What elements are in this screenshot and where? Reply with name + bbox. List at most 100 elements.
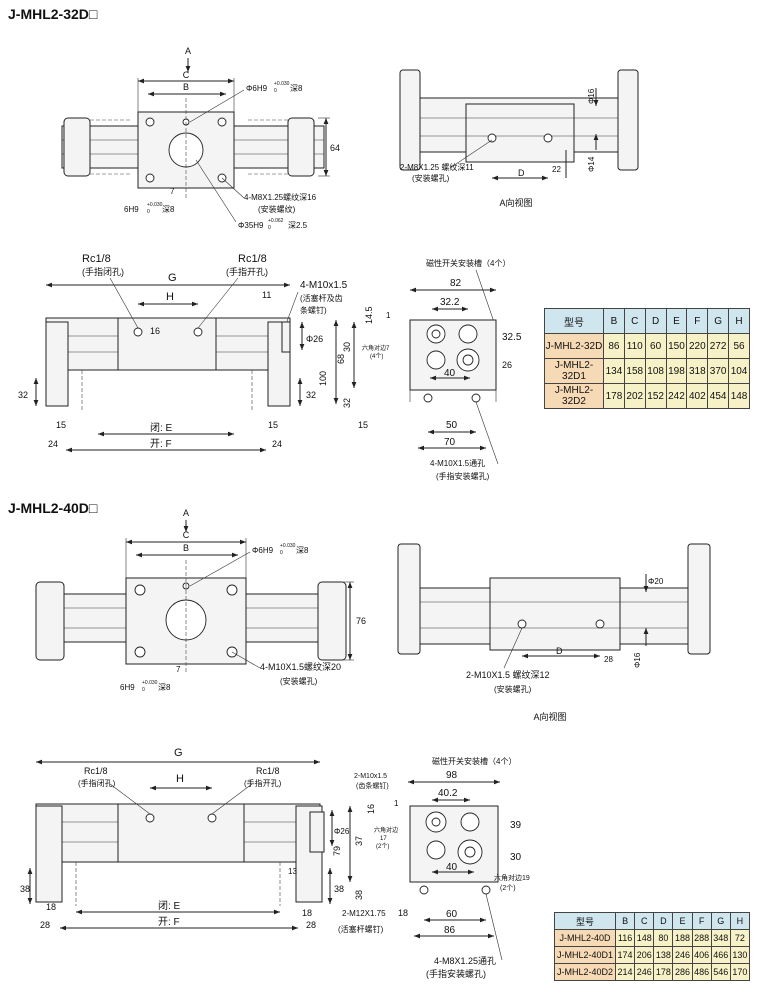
value-cell: 152 (644, 383, 667, 409)
s2-m10: 2-M10x1.5 (354, 773, 387, 780)
s1-m10-note1: (活塞杆及齿 (300, 293, 343, 303)
s2-end-hex17: 17 (380, 836, 387, 842)
s1-phi26: Φ26 (306, 334, 323, 344)
s1-end-m10-note: (手指安装螺孔) (436, 471, 490, 481)
s1-side-m8-note: (安装螺孔) (412, 173, 450, 183)
s2-side-m10-note: (安装螺孔) (494, 684, 532, 694)
s2-end-m8: 4-M8X1.25通孔 (434, 956, 496, 966)
table-header: D (644, 308, 667, 334)
s2-end-dim40-2: 40.2 (438, 788, 458, 799)
value-cell: 178 (603, 383, 625, 409)
s2-F: 开: F (158, 917, 180, 928)
table-header: 型号 (544, 308, 604, 334)
s2-dim18l: 18 (46, 902, 56, 912)
value-cell: 116 (614, 929, 636, 947)
table-row: J-MHL2-40D1 174 206 138 246 406 466 130 (554, 946, 751, 964)
s2-end-hex: 六角对边 (374, 826, 398, 834)
spec-table-40: 型号 B C D E F G H J-MHL2-40D 116 148 80 1… (554, 912, 751, 981)
model-cell: J-MHL2-40D1 (554, 946, 616, 964)
s1-dim32r: 32 (306, 390, 316, 400)
s2-pin-depth: 深8 (158, 683, 171, 692)
table-header: F (691, 912, 712, 930)
s2-end-slot: 磁性开关安装槽（4个） (432, 756, 516, 766)
table-row: J-MHL2-32D1 134 158 108 198 318 370 104 (544, 358, 750, 384)
s1-pin-tol: +0.030 (147, 202, 163, 208)
value-cell: 108 (644, 358, 667, 384)
s2-pin-label: 6H9 (120, 683, 135, 692)
value-cell: 148 (634, 929, 655, 947)
s1-end-dim26: 26 (502, 360, 512, 370)
s1-end-dim32-2: 32.2 (440, 297, 460, 308)
s2-side-m10: 2-M10X1.5 螺纹深12 (466, 669, 550, 680)
s2-bottom-end-view: 磁性开关安装槽（4个） 98 40.2 16 1 39 六角对边 17 (2个)… (332, 756, 530, 979)
s2-pin-tol: +0.030 (142, 680, 158, 686)
table-header-row: 型号 B C D E F G H (554, 912, 751, 930)
value-cell: 60 (644, 333, 667, 359)
s1-phi35-tol: +0.062 (268, 218, 284, 224)
s2-end-hex-n: (2个) (376, 843, 389, 850)
s1-side-m8: 2-M8X1.25 螺纹深11 (400, 162, 474, 172)
table-header: 型号 (554, 912, 616, 930)
s2-C-label: C (183, 530, 190, 540)
table-header: B (614, 912, 636, 930)
s2-dim13: 13 (288, 867, 297, 876)
s1-top-side-view: Φ16 Φ14 22 D 2-M8X1.25 螺纹深11 (安装螺孔) A向视图 (399, 69, 639, 208)
s1-phi6-depth: 深8 (290, 84, 303, 93)
s2-end-dim39: 39 (510, 820, 522, 831)
value-cell: 318 (686, 358, 709, 384)
s2-dim76: 76 (356, 616, 366, 626)
table-header: B (603, 308, 625, 334)
s1-m8-label: 4-M8X1.25螺纹深16 (244, 192, 317, 202)
s1-dim32l: 32 (18, 390, 28, 400)
table-header: H (729, 912, 751, 930)
s1-phi35-depth: 深2.5 (288, 221, 308, 230)
s2-pin-tol2: 0 (142, 687, 145, 693)
s1-phi35-tol2: 0 (268, 225, 271, 231)
value-cell: 104 (728, 358, 750, 384)
s1-rc-left: Rc1/8 (82, 253, 111, 265)
section2-title: J-MHL2-40D□ (8, 500, 98, 516)
value-cell: 202 (623, 383, 646, 409)
s2-end-dim16: 16 (366, 804, 376, 814)
model-cell: J-MHL2-40D (554, 929, 616, 947)
s2-phi6-tol2: 0 (280, 550, 283, 556)
spec-table-32: 型号 B C D E F G H J-MHL2-32D 86 110 60 15… (544, 308, 750, 409)
s1-end-dim70: 70 (444, 437, 456, 448)
s1-dim7: 7 (170, 187, 175, 196)
s1-pin-depth: 深8 (162, 205, 175, 214)
s1-end-dim32-5: 32.5 (502, 332, 522, 343)
s1-end-dim50: 50 (446, 420, 458, 431)
s1-dim24r: 24 (272, 439, 282, 449)
value-cell: 138 (653, 946, 674, 964)
s1-dim16: 16 (150, 326, 160, 336)
model-cell: J-MHL2-32D (544, 333, 604, 359)
section1-title: J-MHL2-32D□ (8, 6, 98, 22)
value-cell: 86 (603, 333, 625, 359)
value-cell: 220 (686, 333, 709, 359)
s1-C-label: C (183, 70, 190, 80)
value-cell: 174 (614, 946, 636, 964)
s2-end-dim40: 40 (446, 862, 458, 873)
s2-m10: 4-M10X1.5螺纹深20 (260, 661, 341, 672)
value-cell: 110 (623, 333, 646, 359)
s2-end-dim38: 38 (354, 890, 364, 900)
s2-side-caption: A向视图 (533, 711, 566, 722)
table-row: J-MHL2-32D 86 110 60 150 220 272 56 (544, 333, 750, 359)
s2-A-label: A (183, 508, 189, 518)
value-cell: 406 (691, 946, 712, 964)
value-cell: 72 (729, 929, 751, 947)
value-cell: 170 (729, 963, 751, 981)
value-cell: 130 (729, 946, 751, 964)
s1-m10: 4-M10x1.5 (300, 280, 348, 291)
s1-phi6-tol: +0.030 (274, 81, 290, 87)
s1-dim11: 11 (262, 290, 271, 300)
s1-end-hex: 六角对边7 (362, 344, 390, 352)
s1-E: 闭: E (150, 421, 173, 434)
value-cell: 178 (653, 963, 674, 981)
s2-end-dim86: 86 (444, 925, 456, 936)
value-cell: 402 (686, 383, 709, 409)
s1-rc-right-note: (手指开孔) (226, 266, 268, 277)
value-cell: 148 (728, 383, 750, 409)
s1-end-dim82: 82 (450, 278, 462, 289)
s1-top-front-view: A C B 64 Φ6H9 +0.030 0 深8 (61, 46, 340, 231)
